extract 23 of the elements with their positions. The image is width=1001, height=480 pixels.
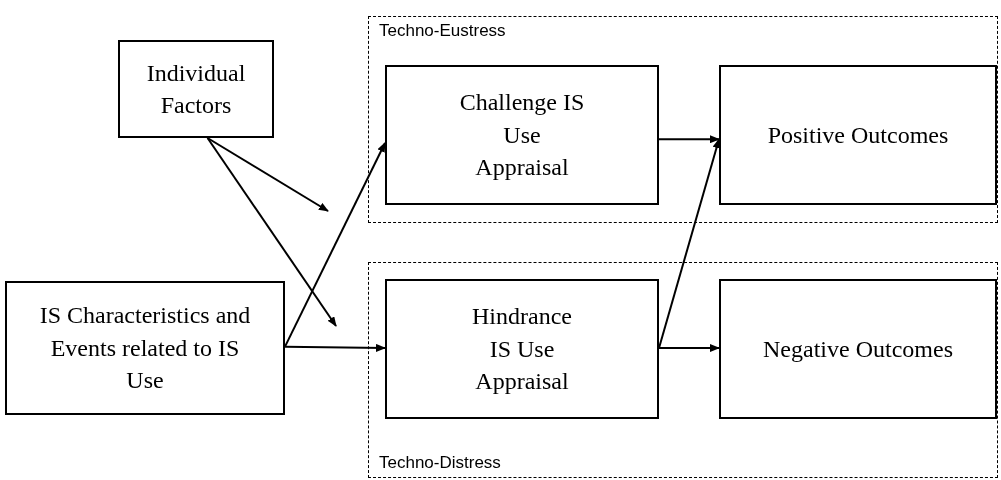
arrow (658, 344, 720, 352)
node-label: Individual Factors (145, 58, 247, 120)
node-label: IS Characteristics and Events related to IS Use (38, 301, 252, 396)
group-region (368, 16, 998, 223)
appraisal-box (385, 65, 659, 205)
factor-box (5, 281, 285, 415)
arrow (206, 137, 329, 212)
node-label: Positive Outcomes (766, 120, 950, 150)
factor-box (118, 40, 274, 138)
outcome-box (719, 65, 997, 205)
group-region (368, 262, 998, 478)
group-heading: Techno-Eustress (379, 21, 506, 41)
node-label: Hindrance IS Use Appraisal (471, 302, 573, 397)
arrow (658, 135, 720, 144)
arrow (284, 142, 386, 348)
node-label: Negative Outcomes (762, 334, 954, 364)
arrow (284, 343, 386, 352)
outcome-box (719, 279, 997, 419)
group-heading: Techno-Distress (379, 453, 501, 473)
node-label: Challenge IS Use Appraisal (458, 88, 586, 183)
appraisal-box (385, 279, 659, 419)
arrow (658, 138, 721, 349)
arrow (206, 137, 337, 327)
